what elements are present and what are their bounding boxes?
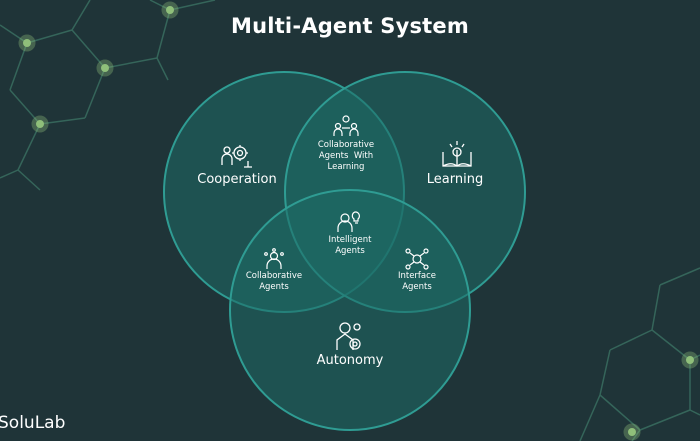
- intelligent-agents-label: Intelligent Agents: [328, 235, 372, 256]
- learning-label: Learning: [426, 172, 484, 187]
- collab-agents-label: Collaborative Agents: [245, 271, 303, 292]
- robot-hand-icon: [336, 322, 361, 350]
- gear-people-icon: [221, 145, 252, 168]
- interface-agents-label: Interface Agents: [397, 271, 437, 292]
- open-book-icon: [442, 141, 472, 167]
- autonomy-label: Autonomy: [316, 353, 384, 368]
- brand-logo-text: SoluLab: [0, 413, 66, 433]
- person-network-icon: [264, 248, 284, 269]
- interface-network-icon: [405, 248, 429, 270]
- agents-group-icon: [333, 115, 359, 136]
- lightbulb-person-icon: [337, 211, 360, 232]
- collab-learning-label: Collaborative Agents With Learning: [317, 140, 375, 172]
- page-title: Multi-Agent System: [231, 14, 469, 38]
- cooperation-label: Cooperation: [197, 172, 277, 187]
